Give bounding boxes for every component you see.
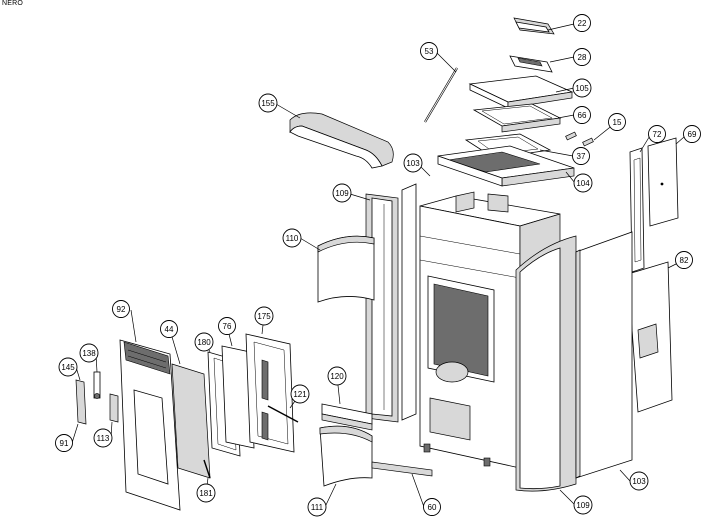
callout-103-top: 103 — [403, 153, 423, 173]
callout-22: 22 — [573, 14, 591, 32]
callout-label: 37 — [577, 152, 586, 161]
callout-label: 15 — [613, 118, 622, 127]
part-bottom-rail — [321, 403, 373, 431]
callout-113: 113 — [93, 428, 113, 448]
corner-label: NERO — [2, 0, 24, 7]
part-handle — [75, 371, 119, 425]
callout-69: 69 — [683, 125, 701, 143]
callout-label: 111 — [311, 503, 324, 512]
callout-53: 53 — [420, 42, 438, 60]
callout-label: 104 — [576, 179, 590, 188]
callout-label: 76 — [223, 322, 232, 331]
part-top-plate — [468, 75, 574, 109]
part-side-panel-right — [575, 231, 633, 479]
callout-175: 175 — [254, 306, 274, 326]
callout-label: 175 — [257, 312, 271, 321]
part-side-panel-left — [401, 183, 417, 421]
part-door-inner-frame — [221, 345, 255, 449]
callout-label: 181 — [199, 489, 213, 498]
callout-label: 44 — [165, 325, 174, 334]
callout-180: 180 — [194, 332, 214, 352]
callout-82: 82 — [675, 251, 693, 269]
callout-15: 15 — [608, 113, 626, 131]
part-gas-strut — [424, 67, 458, 123]
callout-label: 103 — [406, 159, 420, 168]
part-curved-trim — [317, 235, 375, 303]
callout-label: 145 — [61, 363, 75, 372]
callout-label: 72 — [653, 130, 662, 139]
callout-92: 92 — [112, 300, 130, 318]
callout-104: 104 — [573, 173, 593, 193]
part-top-grille — [437, 145, 575, 187]
callout-label: 121 — [293, 390, 307, 399]
callout-label: 53 — [425, 47, 434, 56]
callout-60: 60 — [423, 498, 441, 516]
callout-145: 145 — [58, 357, 78, 377]
callout-103-right: 103 — [629, 471, 649, 491]
callout-label: 91 — [60, 439, 69, 448]
callout-label: 109 — [576, 501, 590, 510]
callout-76: 76 — [218, 317, 236, 335]
callout-label: 110 — [286, 234, 299, 243]
callout-44: 44 — [160, 320, 178, 338]
callout-155: 155 — [258, 93, 278, 113]
callout-66: 66 — [573, 106, 591, 124]
callout-120: 120 — [327, 366, 347, 386]
part-top-curved-cover — [289, 112, 394, 169]
callout-label: 155 — [261, 99, 275, 108]
callout-label: 22 — [578, 19, 587, 28]
part-back-plate — [647, 137, 679, 227]
part-hopper-lid — [513, 17, 555, 35]
callout-label: 109 — [335, 189, 349, 198]
part-front-door — [119, 339, 181, 511]
callout-105: 105 — [572, 78, 592, 98]
callout-37: 37 — [572, 147, 590, 165]
part-small-brackets — [565, 131, 594, 147]
callout-label: 28 — [578, 53, 587, 62]
callout-label: 92 — [117, 305, 126, 314]
callout-label: 180 — [197, 338, 211, 347]
callout-label: 82 — [680, 256, 689, 265]
callout-28: 28 — [573, 48, 591, 66]
callout-label: 103 — [632, 477, 646, 486]
callout-181: 181 — [196, 483, 216, 503]
callout-110: 110 — [282, 228, 302, 248]
part-door-outer-frame — [245, 333, 295, 453]
part-hopper-tray — [509, 55, 553, 73]
part-clip — [203, 459, 211, 479]
part-curved-column-right — [515, 235, 577, 492]
callout-121: 121 — [290, 384, 310, 404]
callout-label: 66 — [578, 111, 587, 120]
callout-109-right: 109 — [573, 495, 593, 515]
callout-label: 113 — [97, 434, 110, 443]
part-curved-column-left — [365, 193, 399, 423]
part-inner-frame — [472, 103, 562, 133]
part-bottom-curved-cover — [319, 425, 373, 487]
callout-138: 138 — [79, 343, 99, 363]
part-pin — [267, 405, 299, 423]
callout-label: 138 — [82, 349, 96, 358]
callout-111: 111 — [307, 497, 327, 517]
callout-label: 60 — [428, 503, 437, 512]
part-bottom-bar — [371, 461, 433, 477]
callout-label: 120 — [330, 372, 344, 381]
callout-72: 72 — [648, 125, 666, 143]
part-back-panel — [627, 261, 673, 413]
callout-109-left: 109 — [332, 183, 352, 203]
callout-label: 69 — [688, 130, 697, 139]
callout-label: 105 — [575, 84, 589, 93]
callout-91: 91 — [55, 434, 73, 452]
